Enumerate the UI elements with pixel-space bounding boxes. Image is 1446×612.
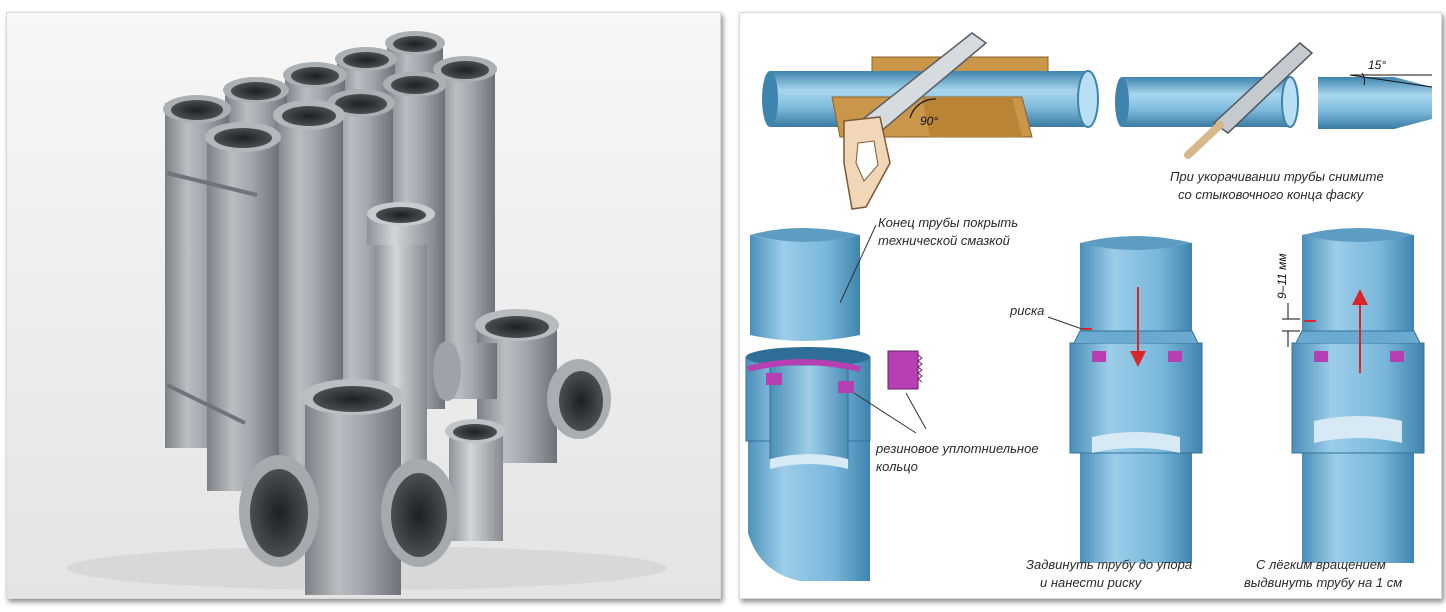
mark-label: риска — [1009, 303, 1044, 318]
gap-label: 9–11 мм — [1275, 253, 1289, 299]
chamfer-angle-label: 15° — [1368, 58, 1386, 72]
chamfer-step: 15° При укорачивании трубы снимите со ст… — [1115, 42, 1433, 202]
pull-out-step: 9–11 мм С лёгким вращением выдвинуть тру… — [1244, 228, 1425, 590]
cut-pipe-step: 90° — [762, 32, 1099, 210]
step1-line2: и нанести риску — [1040, 575, 1143, 590]
seal-note-line1: резиновое уплотниельное — [875, 441, 1039, 456]
step1-line1: Задвинуть трубу до упора — [1026, 557, 1192, 572]
installation-diagram-illustration: 90° 15° При укорачивании трубы снимите с… — [745, 32, 1433, 590]
seal-note-line2: кольцо — [876, 459, 918, 474]
chamfer-note-line2: со стыковочного конца фаску — [1178, 187, 1365, 202]
pipes-photo — [6, 12, 721, 599]
tee-fitting — [433, 309, 611, 463]
reducer-fitting — [445, 419, 505, 541]
cross-fitting — [239, 379, 457, 595]
step2-line2: выдвинуть трубу на 1 см — [1244, 575, 1402, 590]
grease-note-line1: Конец трубы покрыть — [878, 215, 1018, 230]
grease-note-line2: технической смазкой — [878, 233, 1010, 248]
pipes-photo-illustration — [7, 13, 720, 598]
grease-and-seal-step: Конец трубы покрыть технической смазкой … — [745, 215, 1039, 581]
insert-mark-step: риска Задвинуть трубу до упора и нанести… — [1009, 236, 1203, 590]
chamfer-note-line1: При укорачивании трубы снимите — [1170, 169, 1384, 184]
installation-diagram: 90° 15° При укорачивании трубы снимите с… — [739, 12, 1442, 599]
cut-angle-label: 90° — [920, 114, 938, 128]
step2-line1: С лёгким вращением — [1256, 557, 1386, 572]
